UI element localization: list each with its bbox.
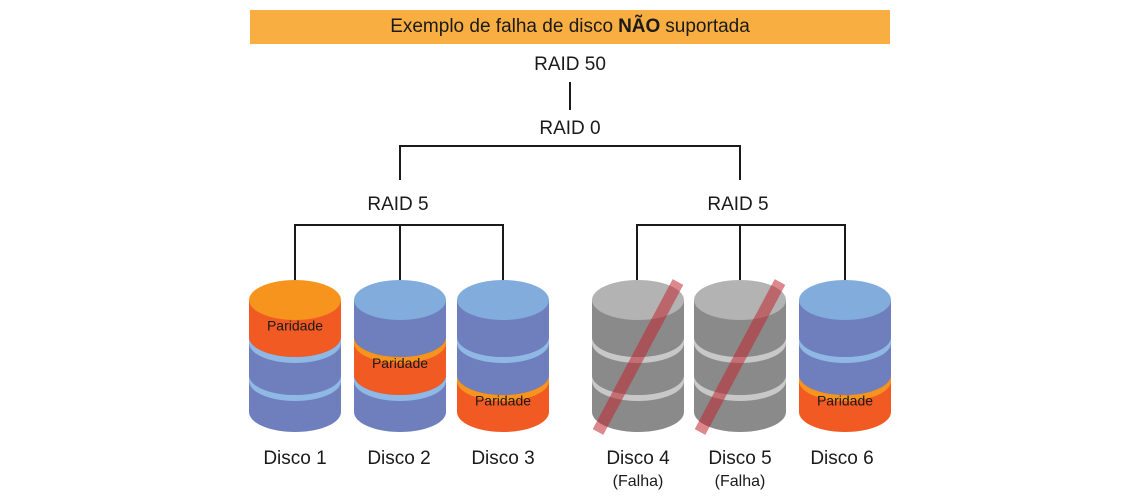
disk-5-status: (Falha) (714, 473, 766, 490)
disk-2-name: Disco 2 (367, 448, 431, 469)
disk-band (354, 337, 446, 363)
parity-label: Paridade (817, 393, 873, 409)
disk-top (457, 280, 549, 320)
disk-1: Paridade (249, 280, 341, 432)
disk-band (799, 375, 891, 401)
parity-label: Paridade (372, 355, 428, 371)
connector-raid0-raid5 (399, 145, 741, 180)
disk-5-name: Disco 5 (708, 448, 772, 469)
banner-suffix: suportada (665, 16, 750, 37)
disk-band (354, 375, 446, 401)
disk-1-name: Disco 1 (263, 448, 327, 469)
disk-band (799, 337, 891, 363)
disk-band (694, 337, 786, 363)
failed-strike-mark (694, 279, 786, 435)
disk-band (249, 337, 341, 363)
disk-6-name: Disco 6 (810, 448, 874, 469)
disk-band (249, 375, 341, 401)
disk-4-name: Disco 4 (606, 448, 670, 469)
disk-band (457, 337, 549, 363)
title-banner: Exemplo de falha de disco NÃO suportada (250, 10, 890, 44)
disk-2: Paridade (354, 280, 446, 432)
tree-connectors (294, 82, 846, 300)
disk-3-name: Disco 3 (471, 448, 535, 469)
disk-4-status: (Falha) (612, 473, 664, 490)
raid5-left-label: RAID 5 (367, 194, 429, 215)
disk-3: Paridade (457, 280, 549, 432)
banner-emphasis: NÃO (618, 16, 661, 37)
raid0-label: RAID 0 (539, 118, 601, 139)
disk-top (249, 280, 341, 320)
banner-prefix: Exemplo de falha de disco (390, 16, 614, 37)
disk-top (799, 280, 891, 320)
failed-strike-mark (592, 279, 684, 435)
disk-band (457, 375, 549, 401)
parity-label: Paridade (267, 318, 323, 334)
disk-6: Paridade (799, 280, 891, 432)
parity-label: Paridade (475, 393, 531, 409)
disk-band (592, 337, 684, 363)
raid5-right-label: RAID 5 (707, 194, 769, 215)
raid50-label: RAID 50 (534, 54, 606, 75)
disk-top (354, 280, 446, 320)
